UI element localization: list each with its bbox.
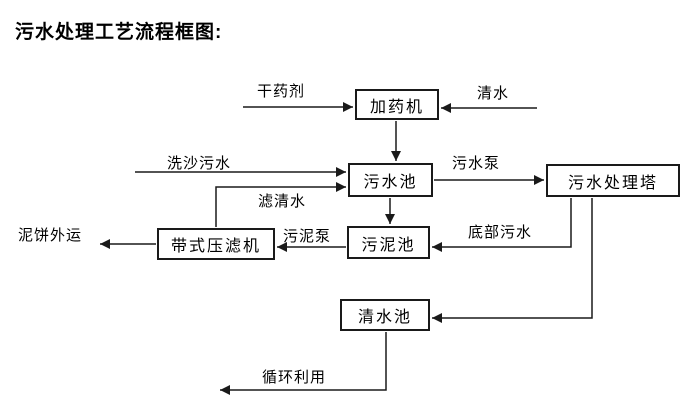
node-sewage-pool: 污水池	[348, 163, 433, 197]
node-sludge-pool: 污泥池	[347, 226, 430, 259]
edge-label-dry-chemical: 干药剂	[257, 83, 306, 100]
edge-label-bottom-sewage: 底部污水	[468, 224, 533, 241]
edge-label-sand-washing-sewage: 洗沙污水	[167, 155, 232, 172]
edge-label-filtered-water: 滤清水	[258, 193, 307, 210]
node-clean-water-pool: 清水池	[340, 299, 430, 331]
node-dosing-machine: 加药机	[355, 89, 439, 120]
node-treatment-tower: 污水处理塔	[546, 164, 680, 197]
edge-filtered-water-arrow	[215, 182, 346, 227]
edge-label-clean-water: 清水	[477, 85, 510, 102]
edge-label-recycling: 循环利用	[262, 369, 327, 386]
node-belt-filter-press: 带式压滤机	[157, 228, 275, 260]
edge-bottom-sewage-arrow	[432, 198, 572, 252]
edge-label-mud-cake-outbound: 泥饼外运	[18, 227, 83, 244]
edge-label-sludge-pump: 污泥泵	[283, 228, 332, 245]
edge-recycling-arrow	[220, 332, 387, 395]
edge-label-sewage-pump: 污水泵	[452, 155, 501, 172]
page-title: 污水处理工艺流程框图:	[15, 22, 223, 43]
edge-tower-to-clean-arrow	[432, 198, 593, 323]
